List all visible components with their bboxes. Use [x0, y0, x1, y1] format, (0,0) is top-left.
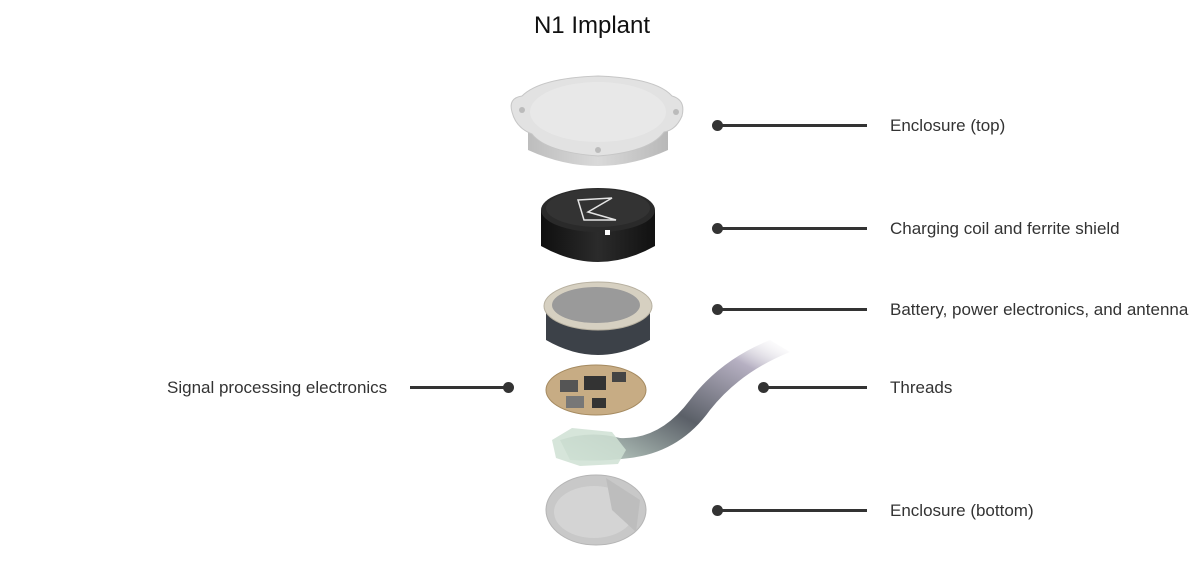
enclosure-top-part [510, 75, 684, 166]
label-enclosure-top: Enclosure (top) [890, 116, 1006, 135]
label-signal-processing: Signal processing electronics [167, 378, 388, 397]
label-charging-coil: Charging coil and ferrite shield [890, 219, 1120, 238]
callout-line-enclosure-top [717, 124, 867, 127]
callout-line-enclosure-bottom [717, 509, 867, 512]
callout-dot-signal-processing [503, 382, 514, 393]
callout-line-threads [763, 386, 867, 389]
label-battery: Battery, power electronics, and antenna [890, 300, 1189, 319]
label-threads: Threads [890, 378, 953, 397]
callout-line-charging-coil [717, 227, 867, 230]
callout-line-battery [717, 308, 867, 311]
enclosure-bottom-part [545, 474, 647, 546]
charging-coil-part [541, 188, 655, 262]
label-enclosure-bottom: Enclosure (bottom) [890, 501, 1034, 520]
callout-line-signal-processing [410, 386, 508, 389]
diagram-title: N1 Implant [533, 12, 651, 39]
battery-part [543, 281, 653, 355]
signal-processing-part [545, 364, 647, 416]
threads-ribbon-part [560, 340, 790, 461]
